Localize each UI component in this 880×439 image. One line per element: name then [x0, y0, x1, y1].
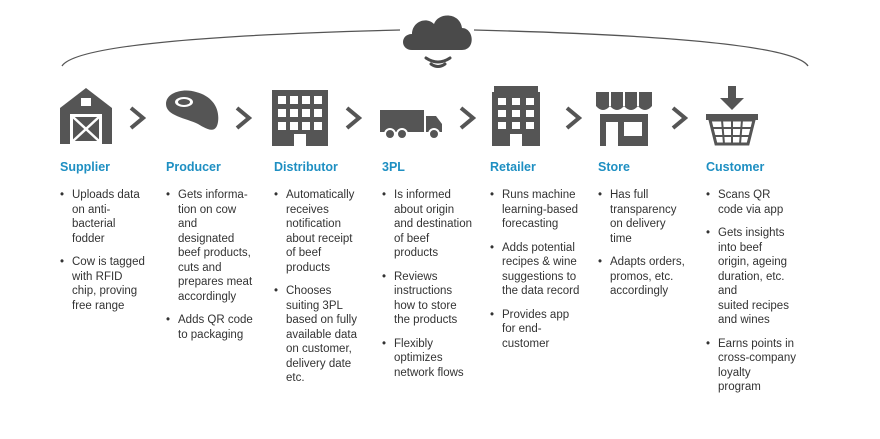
bullet-item: Adapts orders, promos, etc. accordingly	[598, 255, 706, 299]
stage-title: Store	[598, 160, 630, 174]
cloud-connection-arc	[61, 29, 809, 67]
office-building-icon	[492, 86, 540, 146]
chevron-right-icon	[565, 106, 582, 130]
storefront-icon	[596, 92, 652, 146]
bullet-item: Cow is tagged with RFID chip, proving fr…	[60, 255, 168, 313]
bullet-item: Chooses suiting 3PL based on fully avail…	[274, 284, 382, 386]
stage-title: Distributor	[274, 160, 338, 174]
bullet-item: Uploads data on anti- bacterial fodder	[60, 188, 168, 246]
bullet-item: Has full transparency on delivery time	[598, 188, 706, 246]
shopping-basket-icon	[706, 86, 758, 146]
barn-icon	[60, 88, 112, 144]
bullet-item: Gets insights into beef origin, ageing d…	[706, 226, 822, 328]
stage-title: Producer	[166, 160, 221, 174]
chevron-right-icon	[235, 106, 252, 130]
bullet-item: Scans QR code via app	[706, 188, 822, 217]
stage-title: 3PL	[382, 160, 405, 174]
bullet-list: Is informed about origin and destination…	[382, 188, 490, 389]
bullet-item: Adds potential recipes & wine suggestion…	[490, 241, 602, 299]
chevron-right-icon	[345, 106, 362, 130]
bullet-item: Adds QR code to packaging	[166, 313, 274, 342]
bullet-item: Runs machine learning-based forecasting	[490, 188, 602, 232]
chevron-right-icon	[129, 106, 146, 130]
bullet-item: Earns points in cross-company loyalty pr…	[706, 337, 822, 395]
bullet-list: Scans QR code via app Gets insights into…	[706, 188, 822, 404]
cloud-wifi-icon	[403, 15, 472, 68]
bullet-list: Runs machine learning-based forecasting …	[490, 188, 602, 360]
bullet-item: Provides app for end- customer	[490, 308, 602, 352]
chevron-right-icon	[671, 106, 688, 130]
stage-title: Customer	[706, 160, 765, 174]
stage-title: Retailer	[490, 160, 536, 174]
bullet-list: Has full transparency on delivery time A…	[598, 188, 706, 308]
warehouse-building-icon	[272, 90, 328, 146]
bullet-item: Flexibly optimizes network flows	[382, 337, 490, 381]
chevron-right-icon	[459, 106, 476, 130]
stage-title: Supplier	[60, 160, 111, 174]
meat-steak-icon	[166, 90, 219, 130]
bullet-list: Gets informa- tion on cow and designated…	[166, 188, 274, 351]
bullet-list: Uploads data on anti- bacterial fodder C…	[60, 188, 168, 322]
bullet-item: Automatically receives notification abou…	[274, 188, 382, 275]
bullet-item: Reviews instructions how to store the pr…	[382, 270, 490, 328]
truck-icon	[380, 110, 442, 140]
bullet-list: Automatically receives notification abou…	[274, 188, 382, 395]
bullet-item: Gets informa- tion on cow and designated…	[166, 188, 274, 304]
bullet-item: Is informed about origin and destination…	[382, 188, 490, 261]
